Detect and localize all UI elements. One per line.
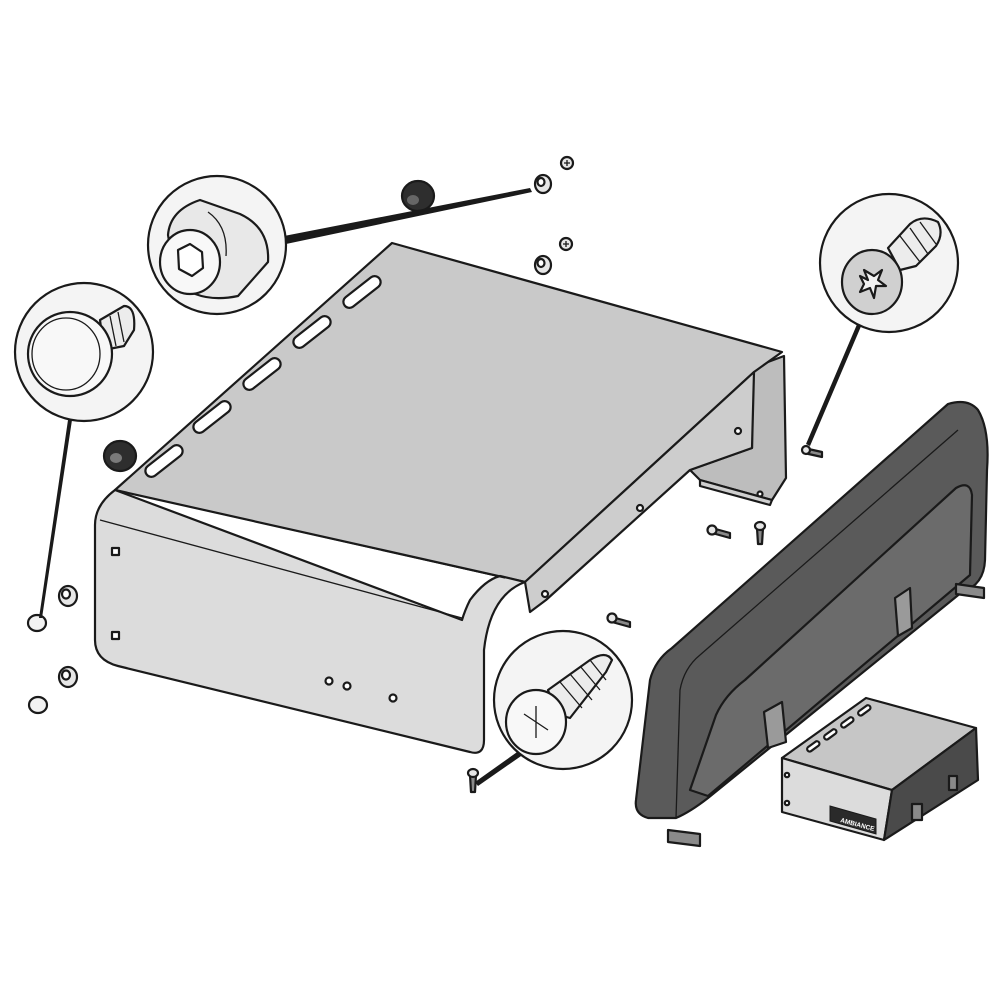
screw-icon — [559, 155, 575, 171]
vent-slot-row — [806, 704, 872, 753]
flat-head-bolt-detail-icon — [13, 281, 155, 423]
dark-side-housing — [634, 400, 989, 848]
mounting-clip-icon — [762, 586, 914, 750]
self-drilling-screw-detail-icon — [492, 629, 634, 771]
foot-icon — [666, 582, 986, 848]
spacer-icon — [533, 173, 553, 195]
rubber-grommet-icon — [400, 179, 436, 213]
vent-slot-row — [144, 275, 382, 478]
spacer-icon — [533, 254, 553, 276]
socket-cap-detail-icon — [146, 174, 288, 316]
screw-icon — [800, 444, 824, 459]
leader-line — [39, 188, 862, 786]
screw-icon — [753, 520, 767, 546]
spacer-icon — [57, 584, 79, 608]
small-electronics-box: AMBIANCE — [780, 696, 980, 842]
bolt-icon — [26, 613, 48, 633]
screw-icon — [466, 767, 480, 794]
bolt-icon — [27, 695, 49, 715]
screw-icon — [606, 612, 632, 629]
spacer-icon — [57, 665, 79, 689]
phillips-pan-screw-detail-icon — [818, 192, 960, 334]
screw-icon — [558, 236, 574, 252]
rubber-grommet-icon — [102, 439, 138, 473]
sheet-metal-cover — [93, 241, 788, 754]
screw-icon — [706, 524, 732, 540]
